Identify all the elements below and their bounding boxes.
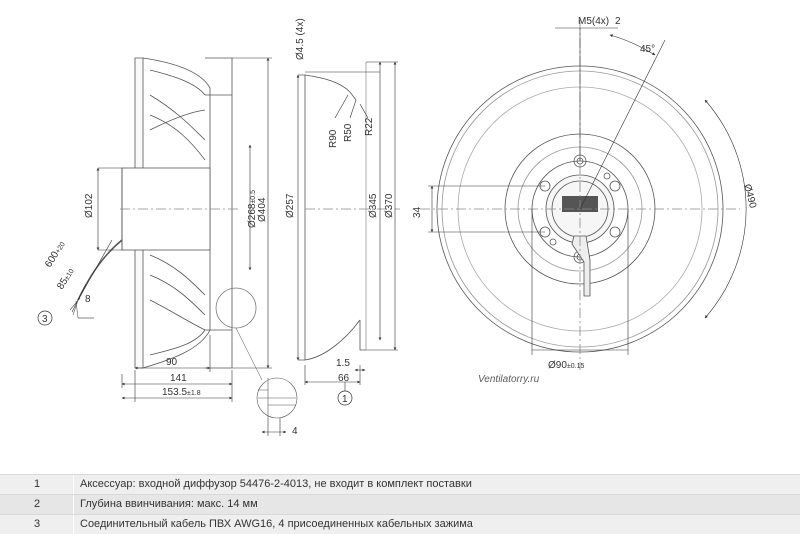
dim-front-90-tol: ±0.15	[567, 363, 585, 370]
note-text: Аксессуар: входной диффузор 54476-2-4013…	[80, 478, 472, 490]
dim-600-tol: +20	[55, 241, 67, 255]
note-number: 2	[0, 495, 74, 514]
dim-r22: R22	[364, 117, 375, 136]
dim-4-5: Ø4.5 (4x)	[295, 18, 306, 60]
note-row: 3 Соединительный кабель ПВХ AWG16, 4 при…	[0, 514, 800, 534]
dim-257: Ø257	[285, 193, 296, 218]
section-view-labels: Ø4.5 (4x) R90 R50 R22 Ø257 Ø345 Ø370 1.5…	[285, 18, 395, 405]
callout-3-circle	[37, 310, 53, 326]
dim-90: 90	[166, 357, 178, 368]
dim-r90: R90	[328, 129, 339, 148]
callout-1-circle	[337, 390, 353, 406]
svg-text:Ø268±0.5: Ø268±0.5	[247, 190, 258, 228]
side-view-labels: Ø102 Ø268±0.5 Ø404 600+20 85±10 8 3 90 1…	[42, 190, 298, 437]
note-row: 1 Аксессуар: входной диффузор 54476-2-40…	[0, 474, 800, 494]
dim-141: 141	[170, 373, 187, 384]
dim-8: 8	[85, 294, 91, 305]
note-row: 2 Глубина ввинчивания: макс. 14 мм	[0, 494, 800, 514]
dim-4: 4	[292, 426, 298, 437]
callout-3: 3	[42, 314, 48, 325]
front-view-dimensions	[428, 27, 747, 355]
section-view	[304, 62, 400, 361]
callout-1: 1	[342, 394, 348, 405]
svg-text:600+20: 600+20	[43, 239, 68, 269]
dim-153: 153.5	[162, 387, 187, 398]
note-number: 1	[0, 475, 74, 494]
side-view	[69, 57, 257, 369]
dim-153-tol: ±1.8	[187, 390, 201, 397]
dim-34: 34	[412, 206, 423, 218]
dim-m5: M5(4x)	[578, 16, 609, 27]
dim-front-90: Ø90	[548, 360, 567, 371]
note-number: 3	[0, 515, 74, 534]
svg-text:85±10: 85±10	[55, 266, 76, 291]
dim-268-tol: ±0.5	[250, 190, 257, 204]
dim-r50: R50	[343, 123, 354, 142]
dim-85-tol: ±10	[64, 268, 76, 282]
dim-370: Ø370	[384, 193, 395, 218]
dim-490: Ø490	[741, 183, 758, 210]
dim-66: 66	[338, 373, 350, 384]
dim-268: Ø268	[247, 203, 258, 228]
dim-345: Ø345	[368, 193, 379, 218]
dim-102: Ø102	[84, 193, 95, 218]
note-text: Глубина ввинчивания: макс. 14 мм	[80, 498, 258, 510]
svg-text:Ø90±0.15: Ø90±0.15	[548, 360, 584, 371]
side-view-dimensions	[71, 57, 298, 436]
notes-table: 1 Аксессуар: входной диффузор 54476-2-40…	[0, 474, 800, 534]
dim-404: Ø404	[257, 197, 268, 222]
dim-45: 45°	[640, 44, 655, 55]
watermark: Ventilatorry.ru	[478, 374, 540, 385]
svg-text:153.5±1.8: 153.5±1.8	[162, 387, 201, 398]
dim-1-5: 1.5	[336, 358, 350, 369]
callout-2: 2	[615, 16, 621, 27]
section-view-dimensions	[296, 61, 398, 392]
technical-drawing: Ø102 Ø268±0.5 Ø404 600+20 85±10 8 3 90 1…	[37, 16, 758, 437]
note-text: Соединительный кабель ПВХ AWG16, 4 присо…	[80, 518, 473, 530]
